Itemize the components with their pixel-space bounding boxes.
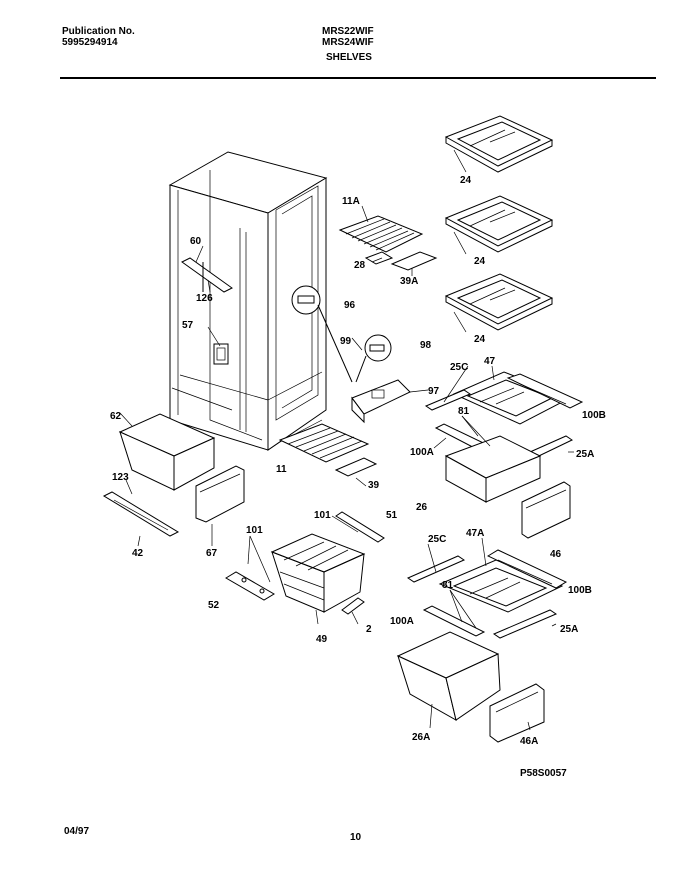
footer-date: 04/97 — [64, 826, 90, 837]
rail-100b-bottom — [486, 549, 568, 589]
label-47a: 47A — [466, 528, 484, 539]
label-46a: 46A — [520, 736, 538, 747]
label-2: 2 — [366, 624, 372, 635]
rail-100a-bottom — [422, 605, 486, 637]
page-number: 10 — [350, 832, 362, 843]
label-25a-bottom: 25A — [560, 624, 578, 635]
label-96: 96 — [344, 300, 356, 311]
bar-42 — [102, 491, 180, 537]
header-rule — [60, 77, 656, 79]
label-81-top: 81 — [458, 406, 470, 417]
bin-front-67 — [195, 465, 245, 523]
label-123: 123 — [112, 472, 129, 483]
label-51: 51 — [386, 510, 398, 521]
publication-label: Publication No. — [62, 26, 135, 37]
rail-100b-top — [506, 373, 584, 409]
rail-51 — [335, 511, 385, 543]
label-26a: 26A — [412, 732, 430, 743]
label-100a-top: 100A — [410, 447, 434, 458]
label-52: 52 — [208, 600, 220, 611]
crisper-front-46a — [489, 683, 545, 743]
label-42: 42 — [132, 548, 144, 559]
bracket-52 — [225, 571, 275, 601]
crisper-drawer-26a — [396, 631, 501, 721]
wire-basket-49 — [270, 533, 366, 613]
label-39: 39 — [368, 480, 380, 491]
figure-code: P58S0057 — [520, 768, 567, 779]
label-67: 67 — [206, 548, 218, 559]
label-26: 26 — [416, 502, 428, 513]
label-25c-bottom: 25C — [428, 534, 446, 545]
label-25c-top: 25C — [450, 362, 468, 373]
publication-number: 5995294914 — [62, 37, 118, 48]
cabinet-drawing — [168, 151, 328, 451]
label-100b-bottom: 100B — [568, 585, 592, 596]
label-24-top: 24 — [460, 175, 472, 186]
crisper-drawer-26 — [444, 435, 542, 503]
label-101-left: 101 — [246, 525, 263, 536]
label-25a-top: 25A — [576, 449, 594, 460]
hook-57 — [213, 343, 229, 365]
label-46: 46 — [550, 549, 562, 560]
detail-circle-96 — [291, 285, 353, 383]
label-11a: 11A — [342, 196, 360, 207]
label-47: 47 — [484, 356, 496, 367]
rail-25a-bottom — [492, 609, 558, 639]
rail-25c-bottom — [406, 555, 466, 583]
crisper-front-46 — [521, 481, 571, 539]
label-126: 126 — [196, 293, 213, 304]
label-101-mid: 101 — [314, 510, 331, 521]
model-number-1: MRS22WIF — [322, 26, 374, 37]
label-98: 98 — [420, 340, 432, 351]
label-60: 60 — [190, 236, 202, 247]
detail-circle-98 — [355, 334, 392, 383]
label-28: 28 — [354, 260, 366, 271]
door-bin-62 — [118, 413, 216, 491]
label-24-middle: 24 — [474, 256, 486, 267]
label-81-bottom: 81 — [442, 580, 454, 591]
label-100a-bottom: 100A — [390, 616, 414, 627]
publication-block: Publication No. 5995294914 — [62, 26, 135, 48]
clip-2 — [341, 597, 365, 615]
crisper-cover-47a — [438, 559, 564, 613]
label-62: 62 — [110, 411, 122, 422]
label-11: 11 — [276, 464, 287, 475]
ice-chute-97 — [351, 379, 411, 424]
label-24-bottom: 24 — [474, 334, 486, 345]
leader-lines — [119, 149, 574, 731]
label-57: 57 — [182, 320, 194, 331]
wire-shelf-11a — [338, 215, 438, 271]
glass-shelf-24-top — [444, 115, 554, 173]
label-97: 97 — [428, 386, 440, 397]
label-49: 49 — [316, 634, 328, 645]
label-39a: 39A — [400, 276, 418, 287]
wire-shelf-11 — [278, 423, 378, 477]
label-99: 99 — [340, 336, 352, 347]
part-number-labels: 24 24 24 11A 28 39A 60 126 96 57 99 98 9… — [110, 175, 606, 779]
model-number-2: MRS24WIF — [322, 37, 374, 48]
model-block: MRS22WIF MRS24WIF SHELVES — [322, 26, 374, 63]
glass-shelf-24-bottom — [444, 273, 554, 331]
section-title: SHELVES — [326, 52, 372, 63]
label-100b-top: 100B — [582, 410, 606, 421]
rail-25c-top — [424, 389, 472, 411]
shelf-bracket-60 — [181, 257, 233, 293]
glass-shelf-24-middle — [444, 195, 554, 253]
